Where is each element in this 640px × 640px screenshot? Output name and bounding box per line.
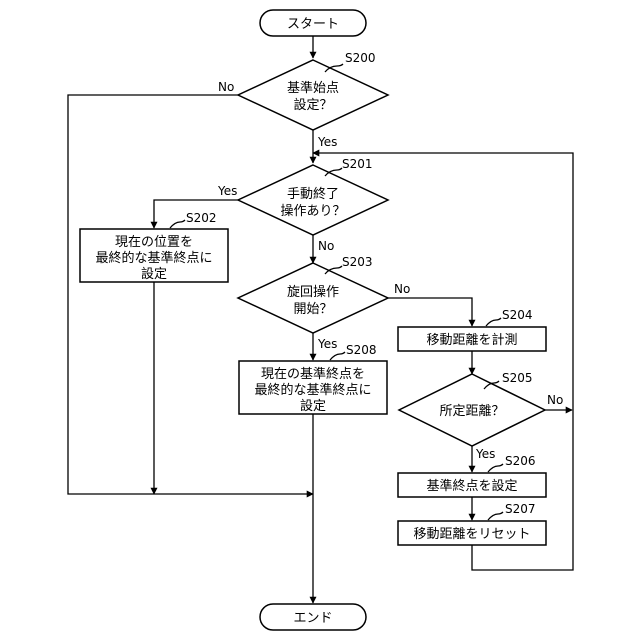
s203-no-label: No <box>394 282 410 296</box>
process-s208: 現在の基準終点を 最終的な基準終点に 設定 <box>239 361 387 414</box>
step-label-s207: S207 <box>505 502 536 516</box>
step-label-s203: S203 <box>342 255 373 269</box>
s200-line-1: 基準始点 <box>287 80 339 96</box>
decision-s201: 手動終了 操作あり？ <box>238 165 388 235</box>
s203-yes-label: Yes <box>317 337 337 351</box>
s208-line-1: 現在の基準終点を <box>261 366 365 382</box>
s205-yes-label: Yes <box>475 447 495 461</box>
step-label-s200: S200 <box>345 51 376 65</box>
step-label-s206: S206 <box>505 454 536 468</box>
s203-line-1: 旋回操作 <box>287 284 339 300</box>
end-label: エンド <box>293 611 332 626</box>
s200-line-2: 設定？ <box>293 97 332 113</box>
step-tick-s208 <box>330 352 345 360</box>
s206-text: 基準終点を設定 <box>426 478 517 494</box>
step-label-s201: S201 <box>342 157 373 171</box>
decision-s203: 旋回操作 開始？ <box>238 263 388 333</box>
s204-text: 移動距離を計測 <box>426 332 517 348</box>
process-s207: 移動距離をリセット <box>398 521 546 545</box>
step-tick-s204 <box>486 318 501 326</box>
s201-line-2: 操作あり？ <box>280 203 345 219</box>
s200-yes-label: Yes <box>317 135 337 149</box>
s208-line-2: 最終的な基準終点に <box>254 382 371 398</box>
s201-no-label: No <box>318 239 334 253</box>
step-label-s204: S204 <box>502 308 533 322</box>
s202-line-2: 最終的な基準終点に <box>95 250 212 266</box>
s202-line-1: 現在の位置を <box>115 235 193 250</box>
step-label-s208: S208 <box>346 343 377 357</box>
arrow-s203-no <box>388 298 472 326</box>
process-s202: 現在の位置を 最終的な基準終点に 設定 <box>80 229 228 282</box>
s200-no-label: No <box>218 80 234 94</box>
s201-line-1: 手動終了 <box>287 186 339 202</box>
step-tick-s207 <box>488 512 503 520</box>
step-tick-s202 <box>170 220 185 228</box>
process-s206: 基準終点を設定 <box>398 473 546 497</box>
start-label: スタート <box>287 17 339 32</box>
s207-text: 移動距離をリセット <box>413 527 530 542</box>
s208-line-3: 設定 <box>300 398 326 414</box>
process-s204: 移動距離を計測 <box>398 327 546 351</box>
step-label-s202: S202 <box>186 211 217 225</box>
s201-yes-label: Yes <box>217 184 237 198</box>
start-terminal: スタート <box>260 10 366 36</box>
s202-line-3: 設定 <box>141 266 167 282</box>
s205-text: 所定距離？ <box>439 404 504 419</box>
step-label-s205: S205 <box>502 371 533 385</box>
step-tick-s206 <box>488 464 503 472</box>
s205-no-label: No <box>547 393 563 407</box>
end-terminal: エンド <box>260 604 366 630</box>
s203-line-2: 開始？ <box>293 302 332 317</box>
decision-s200: 基準始点 設定？ <box>238 60 388 130</box>
